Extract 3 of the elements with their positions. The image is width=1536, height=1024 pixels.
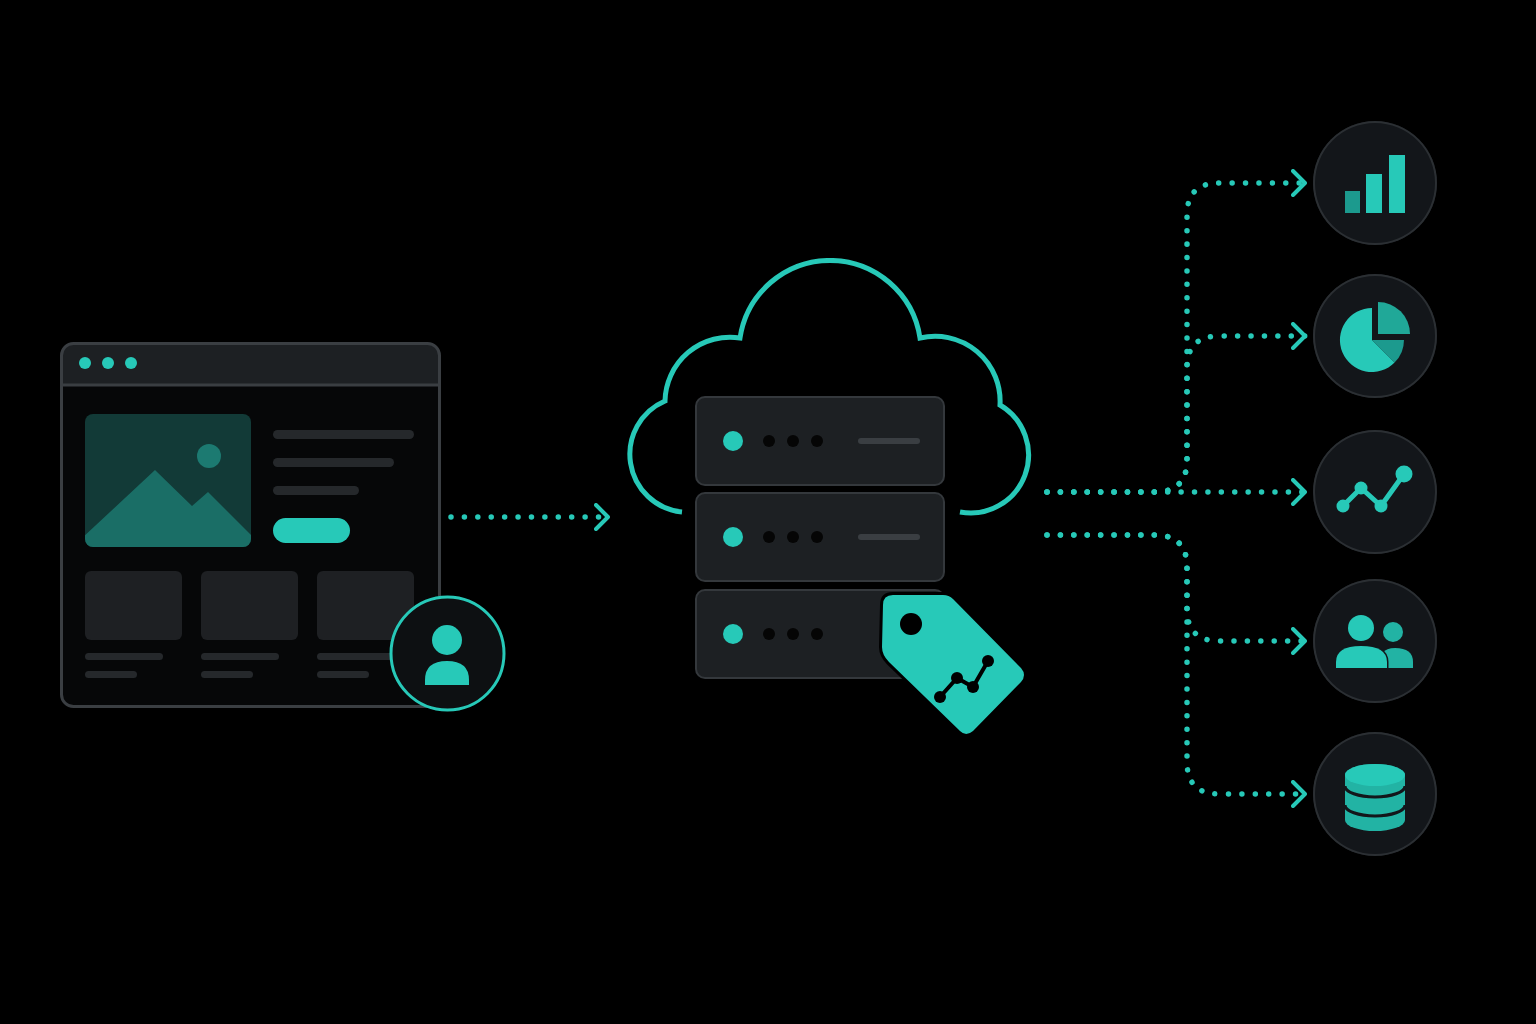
dotted-arrow [1044, 532, 1308, 808]
dotted-arrow [1044, 478, 1308, 506]
dotted-arrow [448, 503, 611, 531]
